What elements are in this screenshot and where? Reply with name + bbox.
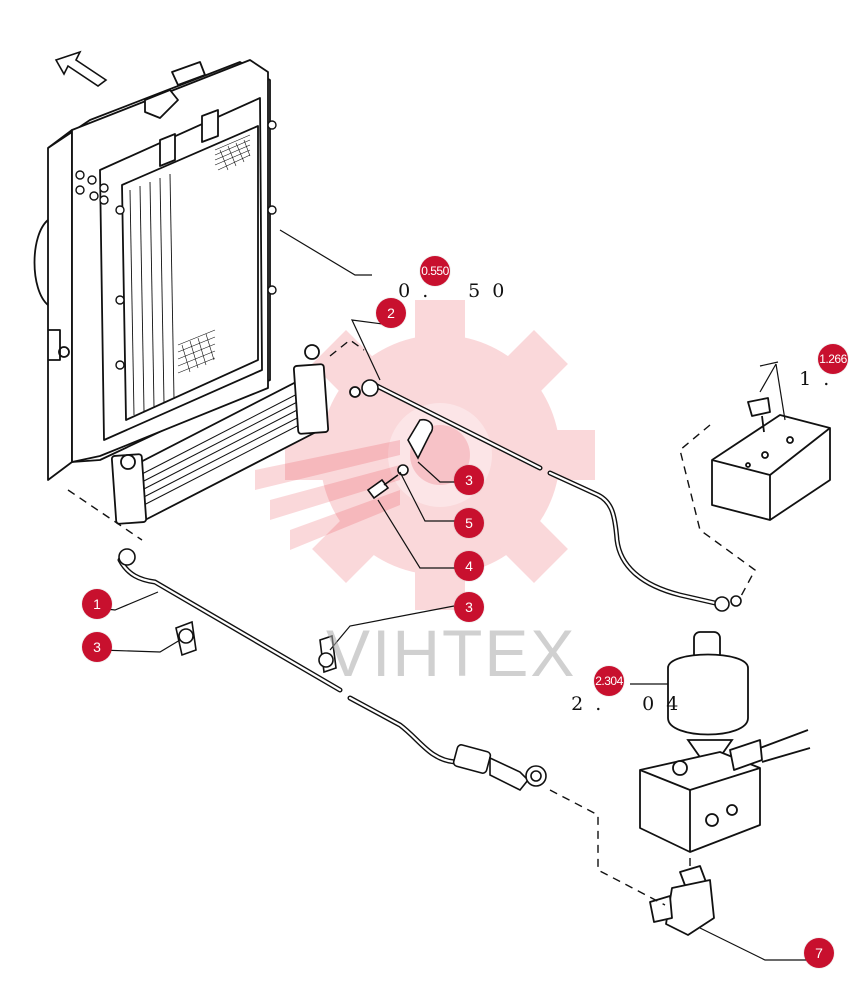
callout-2[interactable]: 2 [376,298,406,328]
bolt-icon [366,478,390,500]
reference-label-0: 0 . [398,280,441,302]
reference-label-1: 1 . [799,368,842,390]
watermark-text: VIHTEX [326,616,577,690]
callout-4[interactable]: 4 [454,551,484,581]
reference-suffix-0: 5 0 [468,280,508,302]
callout-3-clamp[interactable]: 3 [454,465,484,495]
sensor-block-icon [711,397,831,521]
reference-suffix-2: 0 4 [642,693,682,715]
radiator-icon [33,59,277,481]
callout-5[interactable]: 5 [454,508,484,538]
elbow-fitting-icon [649,865,715,936]
reference-badge-1[interactable]: 1.266 [818,344,848,374]
callout-1[interactable]: 1 [82,589,112,619]
reference-badge-0[interactable]: 0.550 [420,256,450,286]
callout-3-lower-left[interactable]: 3 [82,632,112,662]
reference-label-2: 2 . [571,693,614,715]
valve-block-icon [639,729,811,853]
oil-cooler-icon [110,344,361,525]
reference-badge-2[interactable]: 2.304 [594,666,624,696]
watermark-gear-icon [285,300,595,610]
callout-3-lower-mid[interactable]: 3 [454,592,484,622]
reference-suffix-1: 6 [846,346,860,390]
clamp-icon [407,418,434,460]
callout-7[interactable]: 7 [804,938,834,968]
direction-arrow-icon [54,50,108,87]
